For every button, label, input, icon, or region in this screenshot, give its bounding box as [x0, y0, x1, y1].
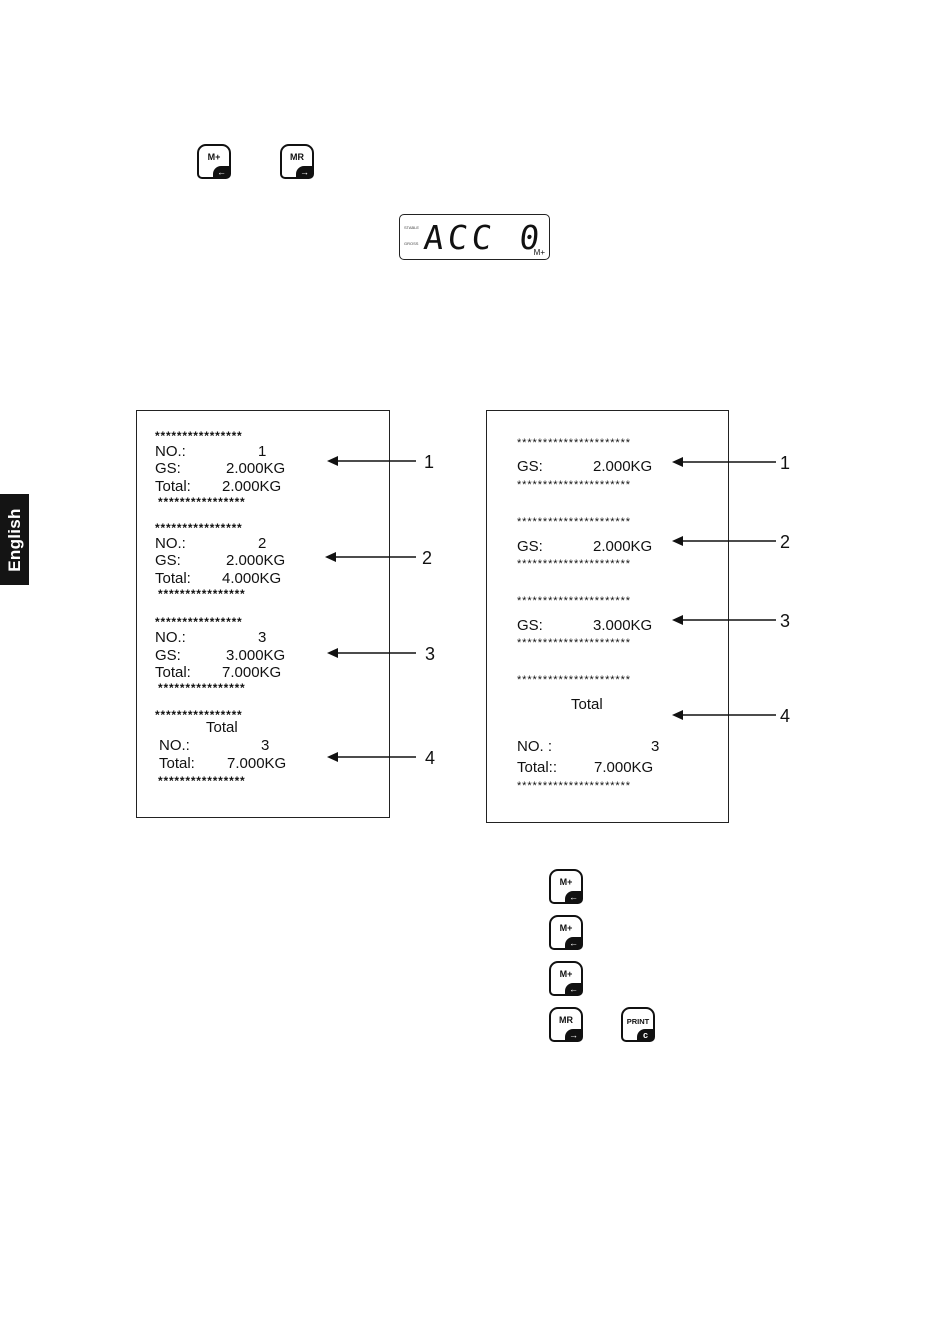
star-divider: **********************: [517, 674, 631, 686]
mr-key: MR →: [549, 1007, 583, 1042]
gs-label: GS:: [155, 552, 181, 569]
arrowhead: [327, 456, 338, 466]
arrow-right-icon: →: [296, 166, 313, 178]
print-key: PRINT c: [621, 1007, 655, 1042]
no-value: 3: [651, 738, 660, 755]
gs-value: 2.000KG: [593, 458, 653, 475]
receipt-left: [136, 410, 390, 818]
key-label: MR: [559, 1015, 573, 1025]
no-value: 3: [258, 629, 267, 646]
lcd-display: STABLE GROSS ACC 0 M+: [399, 214, 550, 260]
arrowhead: [325, 552, 336, 562]
arrowhead: [327, 752, 338, 762]
key-label: MR: [290, 152, 304, 162]
arrow-right-icon: →: [565, 1029, 582, 1041]
star-divider: ****************: [158, 774, 246, 788]
arrowhead: [672, 710, 683, 720]
no-label: NO.:: [155, 629, 186, 646]
gs-value: 3.000KG: [593, 617, 653, 634]
arrowhead: [327, 648, 338, 658]
gs-label: GS:: [517, 458, 543, 475]
star-divider: ****************: [155, 708, 243, 722]
star-divider: ****************: [155, 615, 243, 629]
stable-indicator: STABLE: [404, 225, 420, 230]
key-label: PRINT: [626, 1017, 650, 1026]
gs-value: 3.000KG: [226, 647, 286, 664]
key-label: M+: [559, 969, 573, 979]
star-divider: ****************: [158, 587, 246, 601]
gs-label: GS:: [517, 617, 543, 634]
no-label: NO.:: [155, 535, 186, 552]
arrow-left-icon: ←: [565, 891, 582, 903]
total-value: 7.000KG: [222, 664, 282, 681]
total-label: Total::: [517, 759, 558, 776]
star-divider: **********************: [517, 558, 631, 570]
arrowhead: [672, 536, 683, 546]
key-label: M+: [207, 152, 221, 162]
mr-key: MR →: [280, 144, 314, 179]
total-label: Total:: [155, 478, 191, 495]
total-value: 4.000KG: [222, 570, 282, 587]
star-divider: ****************: [158, 495, 246, 509]
total-value: 7.000KG: [594, 759, 654, 776]
gs-label: GS:: [155, 460, 181, 477]
no-label: NO.:: [159, 737, 190, 754]
gs-value: 2.000KG: [226, 460, 286, 477]
m-plus-key: M+ ←: [549, 869, 583, 904]
key-label: M+: [559, 923, 573, 933]
arrow-left-icon: ←: [565, 937, 582, 949]
callout-number: 2: [780, 532, 791, 552]
star-divider: ****************: [158, 681, 246, 695]
no-value: 2: [258, 535, 267, 552]
clear-icon: c: [637, 1029, 654, 1041]
callout-number: 1: [424, 452, 435, 472]
m-plus-key: M+ ←: [197, 144, 231, 179]
key-label: M+: [559, 877, 573, 887]
no-value: 3: [261, 737, 270, 754]
no-value: 1: [258, 443, 267, 460]
star-divider: **********************: [517, 637, 631, 649]
total-value: 7.000KG: [227, 755, 287, 772]
callout-number: 4: [780, 706, 791, 726]
star-divider: **********************: [517, 595, 631, 607]
total-label: Total:: [159, 755, 195, 772]
star-divider: **********************: [517, 437, 631, 449]
no-label: NO. :: [517, 738, 553, 755]
gs-label: GS:: [155, 647, 181, 664]
total-label: Total:: [155, 664, 191, 681]
arrow-left-icon: ←: [213, 166, 230, 178]
no-label: NO.:: [155, 443, 186, 460]
callout-number: 4: [425, 748, 436, 768]
callout-number: 3: [780, 611, 791, 631]
gs-value: 2.000KG: [226, 552, 286, 569]
arrowhead: [672, 615, 683, 625]
arrow-left-icon: ←: [565, 983, 582, 995]
m-plus-key: M+ ←: [549, 915, 583, 950]
gs-value: 2.000KG: [593, 538, 653, 555]
star-divider: **********************: [517, 516, 631, 528]
memory-badge: M+: [533, 248, 545, 257]
callout-number: 3: [425, 644, 436, 664]
receipt-right: [486, 410, 729, 823]
callout-number: 2: [422, 548, 433, 568]
m-plus-key: M+ ←: [549, 961, 583, 996]
gross-indicator: GROSS: [404, 241, 419, 246]
star-divider: **********************: [517, 780, 631, 792]
total-label: Total:: [155, 570, 191, 587]
arrowhead: [672, 457, 683, 467]
total-value: 2.000KG: [222, 478, 282, 495]
language-tab: English: [0, 494, 29, 585]
star-divider: **********************: [517, 479, 631, 491]
star-divider: ****************: [155, 429, 243, 443]
summary-heading: Total: [206, 719, 238, 736]
gs-label: GS:: [517, 538, 543, 555]
star-divider: ****************: [155, 521, 243, 535]
callout-number: 1: [780, 453, 791, 473]
summary-heading: Total: [571, 696, 603, 713]
